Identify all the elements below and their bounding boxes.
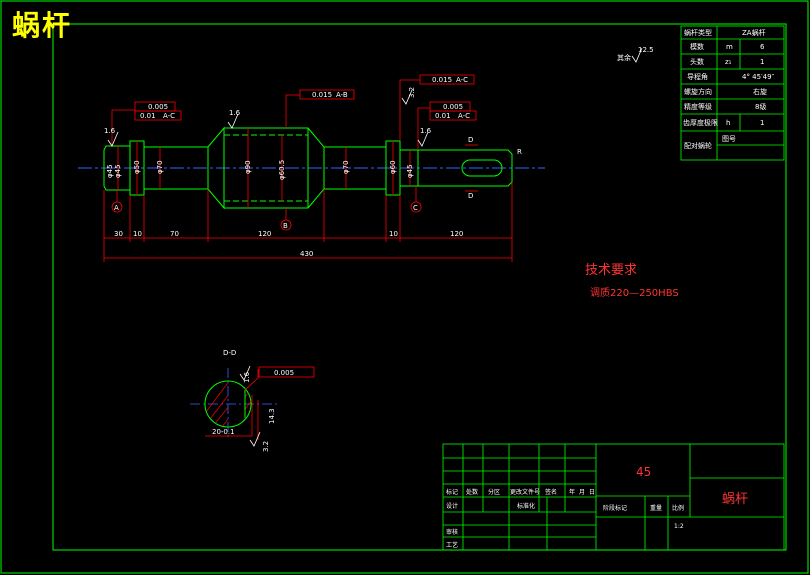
params-row-symbol: 图号 — [722, 135, 736, 143]
len-l5: 10 — [389, 230, 398, 238]
rev-header: 日 — [589, 489, 595, 496]
roughness-note-value: 12.5 — [638, 46, 654, 54]
params-row-value: 右旋 — [753, 87, 767, 96]
len-l4: 120 — [258, 230, 271, 238]
section-roughness-side: 1.6 — [243, 371, 251, 383]
dim-d7: φ60 — [389, 160, 397, 174]
len-l3: 70 — [170, 230, 179, 238]
tol-right-circ: 0.01 — [435, 112, 451, 120]
tech-requirement-item: 调质220—250HBS — [590, 287, 679, 299]
stage-mark-label: 阶段标记 — [603, 504, 627, 512]
datum-b: B — [283, 222, 288, 230]
design-label: 设计 — [446, 502, 458, 510]
shaft-view: A B C 1.6 1.6 1.6 3.2 0.005 0.01 A-C 0.0… — [78, 74, 545, 262]
shaft-outline — [103, 126, 513, 210]
len-l2: 10 — [133, 230, 142, 238]
params-header-label: 蜗杆类型 — [684, 28, 712, 37]
tol-mid-circ: 0.015 — [312, 91, 332, 99]
datum-c: C — [413, 204, 418, 212]
rev-header: 处数 — [466, 488, 478, 496]
tol-left-circ: 0.01 — [140, 112, 156, 120]
tech-requirements-heading: 技术要求 — [585, 263, 637, 278]
section-flatness: 0.005 — [274, 369, 294, 377]
rev-header: 年 — [569, 488, 575, 496]
dim-d5: φ60.5 — [278, 160, 286, 180]
dim-d9: φ45 — [106, 164, 114, 178]
title-block — [442, 443, 785, 551]
params-row-symbol: m — [726, 43, 733, 51]
rev-header: 月 — [579, 489, 585, 496]
datum-a: A — [114, 204, 119, 212]
rev-header: 更改文件号 — [510, 488, 540, 496]
params-row-label: 头数 — [690, 57, 704, 66]
roughness-left: 1.6 — [104, 127, 116, 135]
params-row-symbol: h — [726, 119, 730, 127]
rev-header: 分区 — [488, 488, 500, 496]
roughness-note: 其余 12.5 — [617, 46, 654, 63]
section-mark-top: D — [468, 136, 473, 144]
standard-label: 标准化 — [517, 502, 535, 510]
scale-value: 1:2 — [674, 523, 684, 530]
params-row-label: 模数 — [690, 42, 704, 51]
datum-markers — [111, 201, 422, 231]
params-header-value: ZA蜗杆 — [742, 28, 766, 37]
rev-header: 标记 — [446, 488, 458, 496]
tolerance-frames — [134, 74, 477, 121]
tol-top-circ: 0.015 — [432, 76, 452, 84]
section-view: D-D 0.005 1.6 3.2 20-0.1 — [190, 349, 315, 452]
params-row-value: 1 — [760, 119, 764, 127]
params-row-value: 1 — [760, 58, 764, 66]
section-height-dim: 14.3 — [268, 408, 276, 424]
params-row-value: 6 — [760, 43, 765, 51]
part-name-text: 蜗杆 — [722, 491, 748, 507]
section-width-dim: 20-0.1 — [212, 428, 235, 436]
roughness-top: 3.2 — [408, 87, 416, 98]
tol-mid-ref: A-B — [336, 91, 348, 99]
params-row-label: 齿厚度极限 — [683, 118, 718, 127]
params-row-value: 8级 — [755, 102, 766, 111]
params-row-label: 螺旋方向 — [684, 87, 712, 96]
len-l1: 30 — [114, 230, 123, 238]
roughness-right: 1.6 — [420, 127, 432, 135]
dimension-lines — [103, 79, 513, 262]
tol-top-ref: A-C — [456, 76, 468, 84]
len-l6: 120 — [450, 230, 463, 238]
dim-d8: φ45 — [406, 164, 414, 178]
roughness-note-label: 其余 — [617, 53, 631, 62]
params-row-symbol: z₁ — [725, 58, 732, 66]
keyway-label: R — [517, 148, 522, 156]
roughness-mid: 1.6 — [229, 109, 241, 117]
process-label: 工艺 — [446, 541, 458, 549]
dim-d4: φ90 — [244, 160, 252, 174]
material-text: 45 — [636, 465, 651, 479]
tol-right-runout: 0.005 — [443, 103, 463, 111]
dim-d3: φ70 — [156, 160, 164, 174]
params-row-label: 导程角 — [687, 72, 708, 81]
dim-d2: φ50 — [133, 160, 141, 174]
tol-left-runout: 0.005 — [148, 103, 168, 111]
review-label: 审核 — [446, 528, 458, 536]
dim-d1: φ45 — [114, 164, 122, 178]
roughness-symbols — [107, 89, 429, 147]
weight-label: 重量 — [650, 504, 662, 512]
section-mark-bottom: D — [468, 192, 473, 200]
inner-border — [52, 23, 787, 551]
section-roughness-bottom: 3.2 — [262, 441, 270, 452]
params-table — [680, 25, 785, 161]
section-label: D-D — [223, 349, 236, 357]
section-circle — [204, 380, 252, 428]
rev-header: 签名 — [545, 488, 557, 496]
len-total: 430 — [300, 250, 313, 258]
drawing-title: 蜗杆 — [12, 9, 73, 42]
tol-right-ref: A-C — [458, 112, 470, 120]
dim-d6: φ70 — [342, 160, 350, 174]
params-row-value: 4° 45′49″ — [742, 73, 775, 81]
params-row-label: 配对蜗轮 — [684, 141, 712, 150]
params-row-label: 精度等级 — [684, 102, 712, 111]
scale-label: 比例 — [672, 504, 684, 512]
tol-left-ref: A-C — [163, 112, 175, 120]
